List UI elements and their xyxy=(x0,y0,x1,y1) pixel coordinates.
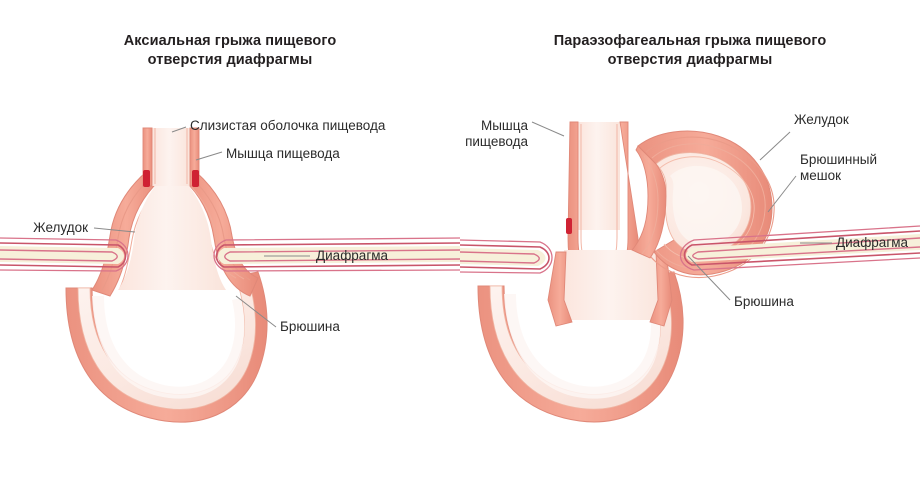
hernial-sac-layer-line-1 xyxy=(645,136,775,279)
diaphragm-line-left-top xyxy=(0,242,127,268)
stomach-inner-highlight-right xyxy=(504,294,661,399)
label-esophageal-muscle-right: Мышца пищевода xyxy=(465,118,528,149)
diaphragm-group xyxy=(0,237,461,272)
hernia-left-wall xyxy=(91,171,161,297)
hernia-left-inner-line-1 xyxy=(101,177,151,291)
diaphragm-line-right-top-r xyxy=(683,230,920,266)
hernial-sac-layer-line-2 xyxy=(651,143,766,270)
leader-muscle xyxy=(195,151,223,161)
z-line-mark-right xyxy=(192,170,199,187)
esophagus-group xyxy=(142,127,200,187)
diaphragm-line-right-bottom-r xyxy=(692,237,920,260)
diaphragm-line-left-bottom-r xyxy=(459,251,540,264)
leader-muscle-r xyxy=(531,121,565,137)
hernial-sac-highlight xyxy=(670,165,742,246)
diaphragm-line-right-top xyxy=(215,242,461,268)
label-peritoneum-right: Брюшина xyxy=(734,294,794,309)
diaphragm-line-left-bottom xyxy=(0,249,118,262)
panel-paraesophageal-hernia: Параэзофагеальная грыжа пищевого отверст… xyxy=(459,0,920,480)
label-peritoneum: Брюшина xyxy=(280,319,340,334)
label-diaphragm-right: Диафрагма xyxy=(836,235,909,250)
panel-title-axial: Аксиальная грыжа пищевого отверстия диаф… xyxy=(123,33,337,68)
leader-lines-axial xyxy=(93,126,310,328)
hernial-sac-neck-left xyxy=(631,145,667,259)
cardia-left-edge xyxy=(547,251,573,327)
leader-lines-paraesophageal xyxy=(531,121,832,301)
hernia-bulge-group xyxy=(91,171,259,297)
z-line-mark-right-panel xyxy=(566,218,572,234)
leader-peritoneum xyxy=(235,295,277,328)
axial-hernia-svg xyxy=(0,126,461,423)
paraesophageal-hernia-illustration xyxy=(459,0,920,480)
diaphragm-group-right xyxy=(459,225,920,274)
diaphragm-outer-line-right xyxy=(213,237,461,272)
label-stomach: Желудок xyxy=(33,220,88,235)
diaphragm-outer-line-right-r xyxy=(679,225,920,271)
stomach-body-group xyxy=(65,271,268,423)
leader-stomach xyxy=(93,227,136,233)
paraesophageal-hernia-svg xyxy=(459,121,920,423)
leader-peritoneum-r xyxy=(687,255,731,301)
panel-axial-hernia: Аксиальная грыжа пищевого отверстия диаф… xyxy=(0,33,461,423)
axial-hernia-illustration xyxy=(0,126,461,423)
stomach-inner-highlight xyxy=(92,296,245,399)
label-hernial-sac: Брюшинный мешок xyxy=(800,152,878,183)
hernia-lumen xyxy=(118,180,226,290)
label-stomach-right: Желудок xyxy=(794,112,849,127)
esophagus-lumen xyxy=(152,128,190,186)
diaphragm-line-left-top-r xyxy=(459,244,550,270)
hernia-right-wall xyxy=(183,171,259,297)
diaphragm-line-right-bottom xyxy=(224,249,461,262)
panel-title-paraesophageal: Параэзофагеальная грыжа пищевого отверст… xyxy=(553,33,827,68)
diaphragm-outer-line-left xyxy=(0,237,129,272)
leader-mucosa xyxy=(171,126,187,133)
cardia-group-right xyxy=(547,250,673,327)
leader-stomach-r xyxy=(759,131,791,161)
label-esophageal-mucosa: Слизистая оболочка пищевода xyxy=(190,118,386,133)
hernial-sac-neck-inner-line xyxy=(641,155,659,255)
diaphragm-outer-line-left-r xyxy=(459,239,553,274)
label-diaphragm: Диафрагма xyxy=(316,248,389,263)
label-esophageal-muscle: Мышца пищевода xyxy=(226,146,340,161)
leader-sac-r xyxy=(767,175,797,213)
cardia-body xyxy=(562,250,666,320)
esophagus-lumen-right xyxy=(578,122,620,230)
hernial-sac-group xyxy=(631,130,775,279)
z-line-mark-left xyxy=(143,170,150,187)
